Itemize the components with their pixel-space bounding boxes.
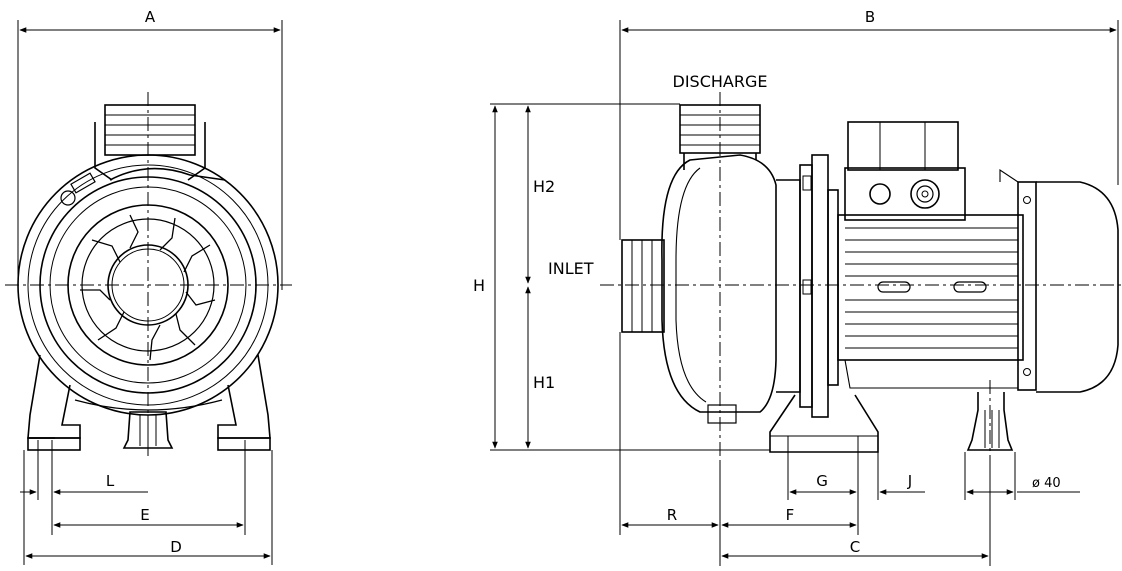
dim-label-b: B — [865, 8, 875, 26]
discharge-label: DISCHARGE — [673, 72, 768, 91]
dim-label-h1: H1 — [533, 373, 555, 392]
side-inlet-nozzle — [621, 239, 665, 333]
dim-label-foot-diameter: ø 40 — [1032, 476, 1061, 491]
dim-label-c: C — [850, 538, 860, 556]
side-motor — [827, 121, 1119, 451]
dim-label-j: J — [907, 472, 912, 490]
dim-label-h: H — [473, 276, 485, 295]
side-centerlines — [600, 92, 1122, 460]
side-pump-casing — [661, 154, 829, 424]
dim-label-h2: H2 — [533, 177, 555, 196]
dim-label-g: G — [816, 472, 828, 490]
dim-label-a: A — [145, 8, 156, 26]
side-dimensions — [490, 20, 1119, 566]
dim-label-e: E — [140, 506, 149, 524]
front-view — [5, 92, 292, 460]
dimension-labels: A B L E D H H2 H1 R F G J ø 40 C — [106, 8, 1061, 556]
inlet-label: INLET — [548, 259, 594, 278]
dim-label-d: D — [170, 538, 182, 556]
port-labels: DISCHARGE INLET — [548, 72, 767, 278]
dim-label-r: R — [667, 506, 677, 524]
front-dimensions — [17, 20, 283, 565]
side-pedestal — [769, 394, 879, 453]
dim-label-l: L — [106, 472, 115, 490]
front-centerlines — [5, 92, 292, 460]
dim-label-f: F — [786, 506, 795, 524]
side-view — [600, 92, 1122, 460]
